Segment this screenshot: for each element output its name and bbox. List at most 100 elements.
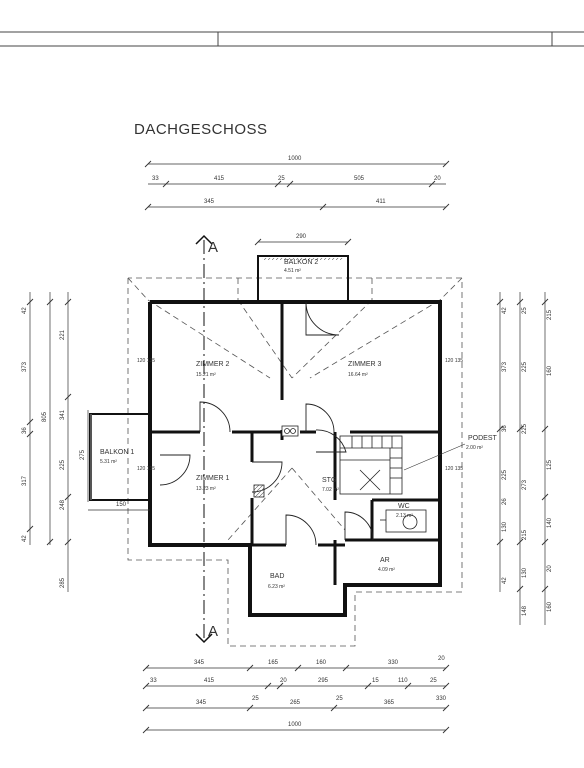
- room-area-zimmer2: 15.21 m²: [196, 372, 216, 378]
- dim-bottom-row3: 265: [290, 700, 301, 706]
- dim-right-outer: 26: [502, 498, 508, 505]
- section-marker-top: A: [208, 239, 218, 256]
- balkon2-outline: [257, 255, 349, 302]
- dim-left-inner: 341: [60, 409, 66, 420]
- dim-balkon2: 290: [296, 234, 307, 240]
- room-label-zimmer2: ZIMMER 2: [196, 361, 230, 368]
- dim-top-row1: 25: [278, 176, 285, 182]
- dim-bottom-row1: 345: [194, 660, 205, 666]
- room-label-zimmer3: ZIMMER 3: [348, 361, 382, 368]
- room-area-wc: 2.13 m²: [396, 513, 413, 519]
- dim-top-row1: 505: [354, 176, 365, 182]
- dim-left-outer: 36: [22, 427, 28, 434]
- dim-left-outer: 42: [22, 307, 28, 314]
- dimension-lines: [29, 163, 546, 731]
- dim-right-more: 160: [547, 601, 553, 612]
- podest-leader: [403, 443, 466, 471]
- shafts: [253, 425, 427, 533]
- dim-bottom-row1: 20: [438, 656, 445, 662]
- section-marker-bottom: A: [208, 623, 218, 640]
- dim-top-total: 1000: [288, 156, 302, 162]
- dim-bottom-row2: 20: [280, 678, 287, 684]
- dim-left-outer: 42: [22, 535, 28, 542]
- dim-right-inner: 225: [522, 423, 528, 434]
- dim-top-row1: 33: [152, 176, 159, 182]
- dim-bottom-row1: 330: [388, 660, 399, 666]
- dim-right-inner: 215: [522, 529, 528, 540]
- section-line: [195, 234, 213, 644]
- dim-right-inner: 130: [522, 567, 528, 578]
- dim-top-row2: 411: [376, 199, 386, 205]
- exterior-walls: [148, 300, 442, 617]
- header-band: [0, 31, 584, 47]
- dim-right-inner: 273: [522, 479, 528, 490]
- room-label-zimmer1: ZIMMER 1: [196, 475, 230, 482]
- dim-bottom-row1: 165: [268, 660, 279, 666]
- room-area-balkon1: 5.31 m²: [100, 459, 117, 465]
- room-area-balkon2: 4.51 m²: [284, 268, 301, 274]
- dim-top-row1: 415: [214, 176, 225, 182]
- dim-right-outer: 36: [502, 425, 508, 432]
- dim-left-outer: 373: [22, 361, 28, 372]
- dim-right-outer: 42: [502, 577, 508, 584]
- roof-outline: [127, 277, 463, 647]
- room-label-stg: STG: [322, 477, 336, 484]
- dim-right-more: 215: [547, 309, 553, 320]
- dim-left-inner: 225: [60, 459, 66, 470]
- dim-left-balkon: 275: [80, 449, 86, 460]
- room-label-bad: BAD: [270, 573, 284, 580]
- dim-bottom-total: 1000: [288, 722, 302, 728]
- dim-bottom-row2: 295: [318, 678, 329, 684]
- dim-right-more: 20: [547, 565, 553, 572]
- dim-bottom-row1: 160: [316, 660, 327, 666]
- dim-bottom-row2: 33: [150, 678, 157, 684]
- dim-left-inner: 221: [60, 329, 66, 340]
- window-mark: 120 135: [445, 358, 463, 364]
- dim-right-inner: 148: [522, 605, 528, 616]
- dim-bottom-row3: 330: [436, 696, 447, 702]
- dim-right-outer: 225: [502, 469, 508, 480]
- dim-top-row2: 345: [204, 199, 215, 205]
- dim-right-inner: 25: [522, 307, 528, 314]
- dim-bottom-row2: 415: [204, 678, 215, 684]
- dim-left-total: 805: [42, 411, 48, 422]
- window-mark: 120 135: [137, 466, 155, 472]
- room-area-zimmer3: 16.64 m²: [348, 372, 368, 378]
- dim-right-outer: 130: [502, 521, 508, 532]
- balkon1-outline: [89, 413, 150, 501]
- dim-bottom-row3: 25: [252, 696, 259, 702]
- dim-right-more: 160: [547, 365, 553, 376]
- room-area-zimmer1: 13.23 m²: [196, 486, 216, 492]
- dim-bottom-row2: 110: [398, 678, 408, 684]
- dim-right-outer: 373: [502, 361, 508, 372]
- dim-top-row1: 20: [434, 176, 441, 182]
- window-mark: 120 135: [137, 358, 155, 364]
- dim-left-inner: 248: [60, 499, 66, 510]
- dim-bottom-row2: 25: [430, 678, 437, 684]
- dim-left-balkon-width: 150: [116, 502, 127, 508]
- interior-walls: [150, 302, 440, 585]
- room-area-bad: 6.23 m²: [268, 584, 285, 590]
- dim-right-more: 140: [547, 517, 553, 528]
- dimension-ticks: [26, 160, 549, 734]
- room-area-stg: 7.02 m²: [322, 487, 339, 493]
- room-label-balkon2: BALKON 2: [284, 259, 318, 266]
- dim-right-more: 125: [547, 459, 553, 470]
- dim-right-outer: 42: [502, 307, 508, 314]
- dim-bottom-row3: 345: [196, 700, 207, 706]
- room-area-podest: 2.00 m²: [466, 445, 483, 451]
- dim-bottom-row3: 25: [336, 696, 343, 702]
- room-label-podest: PODEST: [468, 435, 498, 442]
- plan-title: DACHGESCHOSS: [134, 121, 268, 138]
- dim-bottom-row2: 15: [372, 678, 379, 684]
- dim-right-inner: 225: [522, 361, 528, 372]
- window-mark: 120 135: [445, 466, 463, 472]
- dim-bottom-row3: 365: [384, 700, 395, 706]
- doors: [159, 301, 374, 546]
- dim-left-outer: 317: [22, 475, 28, 486]
- dim-left-inner: 285: [60, 577, 66, 588]
- room-label-balkon1: BALKON 1: [100, 449, 134, 456]
- room-label-wc: WC: [398, 503, 410, 510]
- room-area-ar: 4.09 m²: [378, 567, 395, 573]
